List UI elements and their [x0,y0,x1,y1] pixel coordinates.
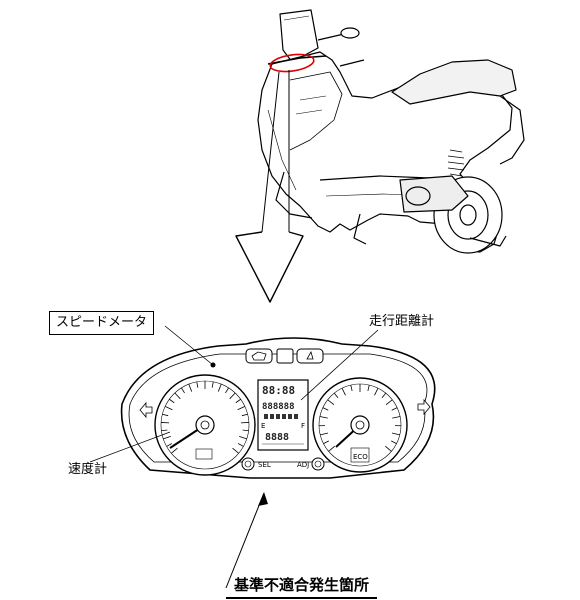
speedometer-callout-box: スピードメータ [49,311,155,335]
dial-tick [241,413,248,417]
fuel-f: F [301,422,305,430]
dial-tick [333,392,339,399]
dial-tick [163,435,171,440]
dial-tick [322,407,329,411]
dial-tick [391,432,400,436]
adj-label: ADJ [297,461,309,469]
dial-tick [229,392,236,400]
odometer-readout: 888888 [262,402,295,412]
eco-label: ECO [353,453,368,461]
dial-tick [161,429,168,432]
speedometer-dial [154,374,256,476]
dial-tick [391,407,398,411]
right-turn-icon [417,398,431,416]
dial-tick [181,387,185,394]
trip-readout: 8888 [265,432,289,443]
right-dial: ECO [312,377,408,473]
dial-tick [341,387,346,396]
dial-tick [328,445,335,452]
dial-tick [374,387,379,396]
dial-tick [235,398,241,404]
dial-tick [169,398,175,404]
sel-label: SEL [258,461,271,469]
lcd-display: 88:88 888888 E F 8888 [257,379,309,451]
dial-tick [232,447,239,454]
odometer-label: 走行距離計 [369,314,435,329]
dial-tick [225,387,229,394]
speedometer-label: 速度計 [68,462,108,477]
dial-tick [166,443,173,447]
dial-tick [392,416,401,419]
dial-tick [237,406,246,411]
dial-tick [174,392,181,400]
dial-tick [320,432,329,436]
highlight-marker [269,53,315,73]
dial-tick [391,440,397,444]
down-arrow-icon [235,231,304,303]
dial-tick [367,384,370,391]
dial-tick [164,406,173,411]
clock-readout: 88:88 [262,384,295,397]
dial-tick [381,392,387,399]
dial-tick [211,381,214,388]
dial-tick [319,416,328,419]
dial-tick [196,381,199,388]
dial-tick [327,399,335,405]
dial-tick [385,445,392,452]
dial-tick [171,447,178,454]
dial-tick [188,383,193,392]
left-turn-icon [139,401,153,419]
dial-tick [385,399,393,405]
dial-tick [217,383,222,392]
dial-tick [323,440,329,444]
fuel-e: E [261,422,265,430]
dial-tick [350,384,353,391]
dial-tick [242,429,249,432]
dial-tick [239,435,247,440]
dial-tick [237,443,244,447]
nonconformity-location-title: 基準不適合発生箇所 [226,574,378,599]
dial-tick [162,413,169,417]
